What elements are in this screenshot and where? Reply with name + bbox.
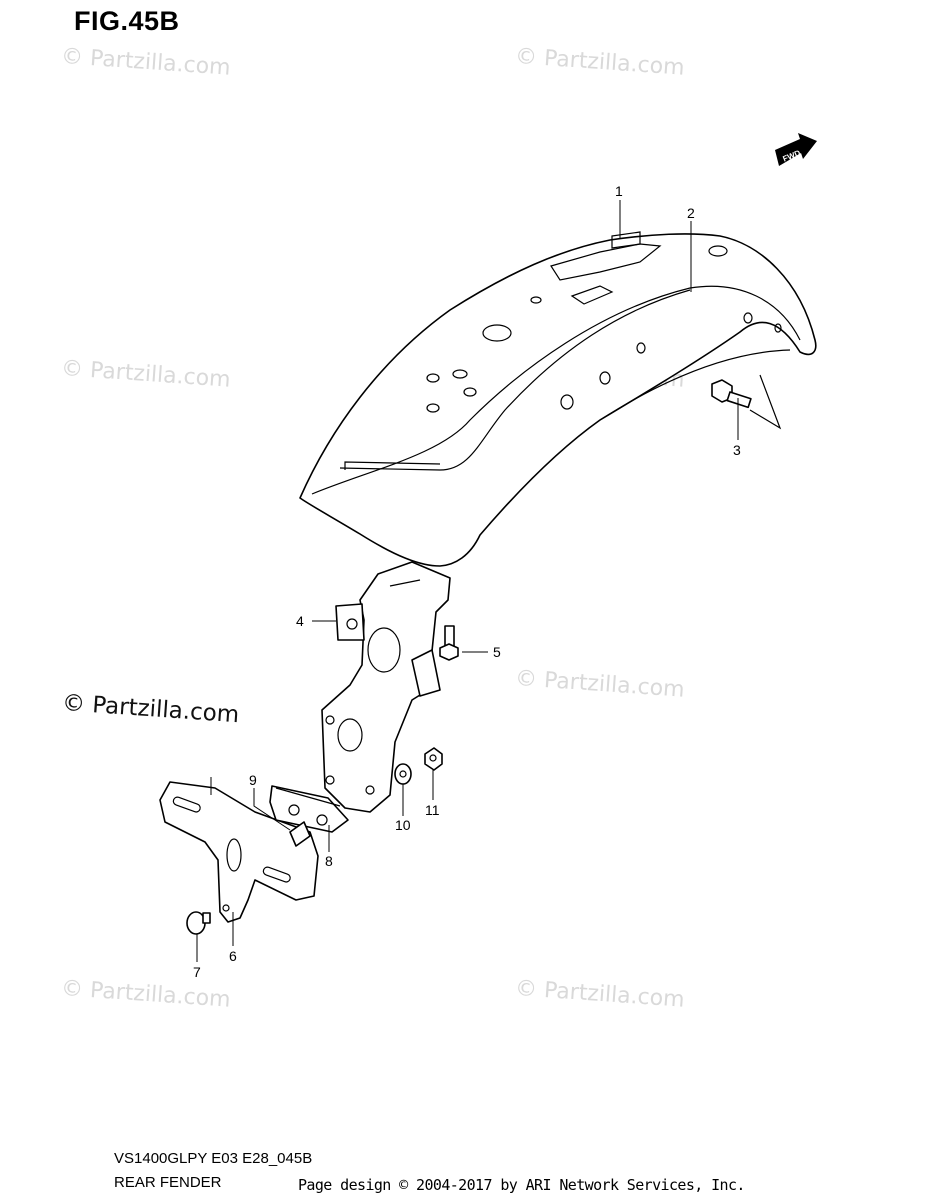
- callout-2: 2: [687, 205, 695, 221]
- cap-nut-part-7: [186, 911, 211, 935]
- leader-lines: [196, 200, 739, 962]
- bolt-part-5: [439, 625, 459, 661]
- rear-fender: [299, 231, 817, 567]
- plate-part-8: [269, 785, 349, 833]
- license-bracket-part-6: [159, 781, 319, 923]
- page-credit: Page design © 2004-2017 by ARI Network S…: [298, 1176, 745, 1194]
- section-name: REAR FENDER: [114, 1174, 222, 1191]
- nut-part-11: [424, 747, 443, 771]
- callout-9: 9: [249, 772, 257, 788]
- callout-10: 10: [395, 817, 411, 833]
- figure-title: FIG.45B: [74, 6, 180, 36]
- callout-4: 4: [296, 613, 304, 629]
- washer-part-10: [394, 763, 412, 785]
- bolt-part-3: [711, 379, 752, 409]
- callout-1: 1: [615, 183, 623, 199]
- fwd-arrow-icon: FWD: [775, 133, 817, 166]
- callout-11: 11: [425, 802, 440, 818]
- callout-7: 7: [193, 964, 201, 980]
- callout-3: 3: [733, 442, 741, 458]
- spacer-part-9: [289, 821, 311, 847]
- callout-5: 5: [493, 644, 501, 660]
- fender-bracket-part-4: [321, 561, 451, 813]
- model-code: VS1400GLPY E03 E28_045B: [114, 1150, 313, 1167]
- callout-6: 6: [229, 948, 237, 964]
- callout-8: 8: [325, 853, 333, 869]
